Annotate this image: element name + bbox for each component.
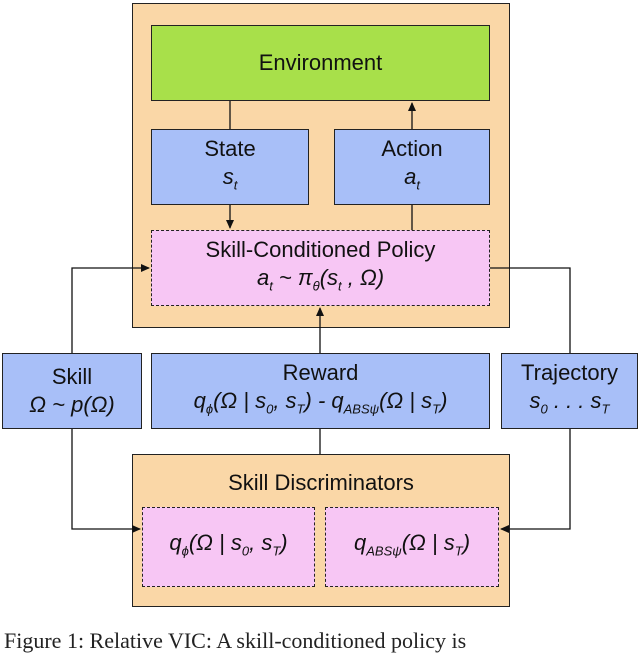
skill-to-policy-arrow: [71, 264, 150, 353]
skill-label: Skill: [51, 364, 93, 389]
trajectory-to-discriminator-arrow: [500, 429, 571, 533]
discriminator-left-expression: qϕ(Ω | s0, sT): [169, 529, 288, 559]
discriminator-right-expression: qABSψ(Ω | sT): [353, 529, 471, 559]
state-box: State st: [151, 129, 309, 205]
trajectory-box: Trajectory s0 . . . sT: [501, 353, 638, 429]
state-symbol: st: [222, 163, 238, 193]
discriminator-right-box: qABSψ(Ω | sT): [325, 507, 499, 587]
action-symbol: at: [404, 163, 420, 193]
environment-box: Environment: [151, 25, 490, 101]
skill-box: Skill Ω ~ p(Ω): [2, 353, 142, 429]
action-label: Action: [381, 135, 443, 161]
action-box: Action at: [334, 129, 490, 205]
skill-to-discriminator-arrow: [71, 429, 141, 533]
policy-box: Skill-Conditioned Policy at ~ πθ(st , Ω): [151, 230, 490, 306]
skill-expression: Ω ~ p(Ω): [29, 392, 115, 417]
trajectory-label: Trajectory: [521, 359, 618, 385]
environment-label: Environment: [258, 50, 383, 75]
discriminator-left-box: qϕ(Ω | s0, sT): [142, 507, 315, 587]
state-label: State: [204, 135, 256, 161]
policy-label: Skill-Conditioned Policy: [205, 236, 436, 262]
policy-expression: at ~ πθ(st , Ω): [256, 264, 385, 294]
discriminators-label: Skill Discriminators: [228, 470, 414, 495]
reward-box: Reward qϕ(Ω | s0, sT) - qABSψ(Ω | sT): [151, 353, 490, 429]
figure-caption: Figure 1: Relative VIC: A skill-conditio…: [4, 628, 467, 653]
trajectory-expression: s0 . . . sT: [529, 387, 610, 417]
reward-label: Reward: [282, 359, 359, 385]
reward-expression: qϕ(Ω | s0, sT) - qABSψ(Ω | sT): [193, 387, 448, 417]
policy-to-trajectory-line: [490, 267, 571, 353]
